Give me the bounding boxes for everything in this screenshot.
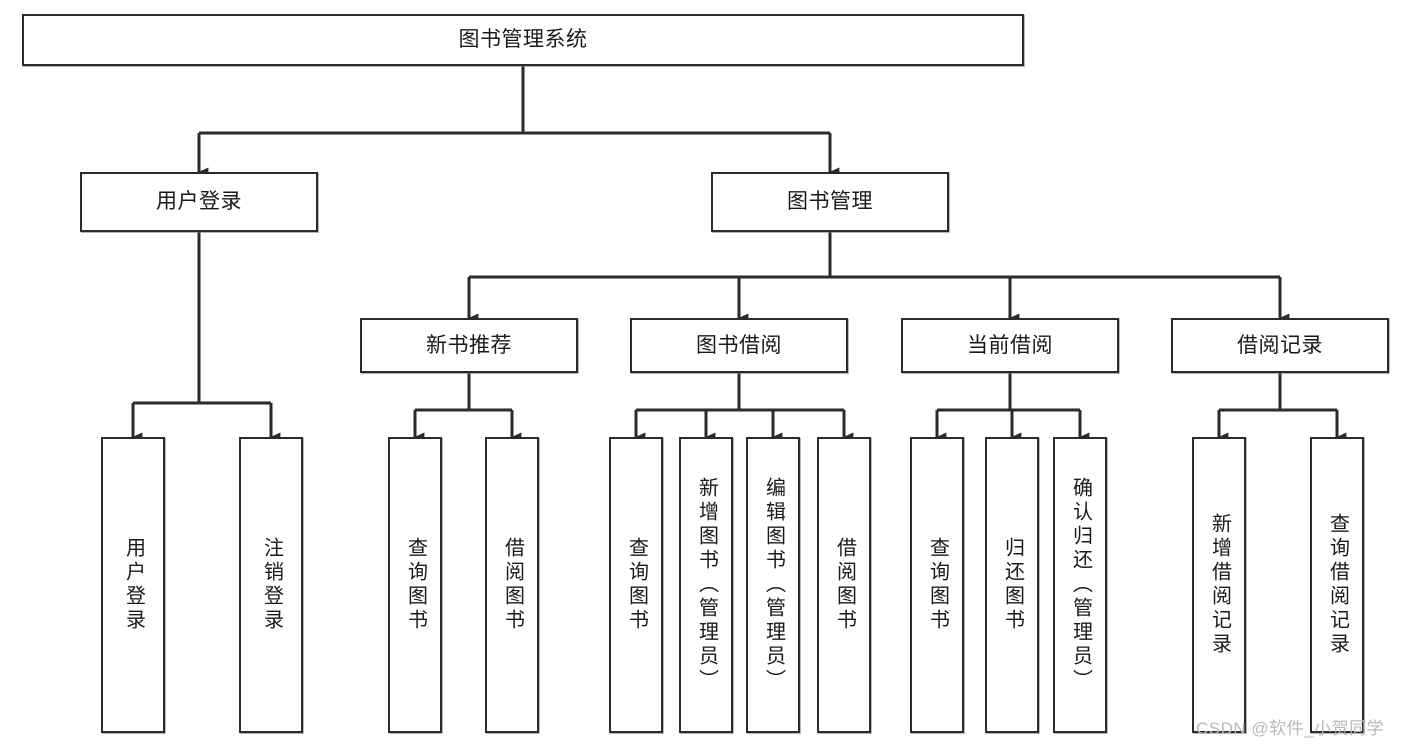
- node-leaf-confirm-return[interactable]: 确认归还（管理员）: [1053, 437, 1107, 733]
- node-label-leaf-add-record: 新增借阅记录: [1208, 513, 1231, 657]
- node-leaf-edit-book[interactable]: 编辑图书（管理员）: [746, 437, 800, 733]
- node-label-leaf-query-book-borrow: 查询图书: [625, 537, 648, 633]
- node-leaf-borrow-book-new[interactable]: 借阅图书: [485, 437, 539, 733]
- node-label-leaf-query-book-current: 查询图书: [926, 537, 949, 633]
- node-leaf-add-book[interactable]: 新增图书（管理员）: [679, 437, 733, 733]
- node-label-leaf-borrow-book-new: 借阅图书: [501, 537, 524, 633]
- node-user-login[interactable]: 用户登录: [80, 172, 318, 232]
- node-book-borrow[interactable]: 图书借阅: [630, 318, 848, 373]
- node-label-book-borrow: 图书借阅: [696, 333, 782, 357]
- node-label-book-manage: 图书管理: [787, 190, 873, 214]
- node-label-current-borrow: 当前借阅: [967, 333, 1053, 357]
- node-leaf-query-record[interactable]: 查询借阅记录: [1310, 437, 1364, 733]
- node-label-leaf-user-login: 用户登录: [122, 537, 145, 633]
- node-label-leaf-query-book-new: 查询图书: [404, 537, 427, 633]
- node-label-leaf-query-record: 查询借阅记录: [1326, 513, 1349, 657]
- node-label-leaf-return-book: 归还图书: [1001, 537, 1024, 633]
- node-leaf-user-login[interactable]: 用户登录: [101, 437, 165, 733]
- node-leaf-add-record[interactable]: 新增借阅记录: [1192, 437, 1246, 733]
- node-leaf-return-book[interactable]: 归还图书: [985, 437, 1039, 733]
- node-book-manage[interactable]: 图书管理: [711, 172, 949, 232]
- node-label-root: 图书管理系统: [458, 28, 588, 52]
- node-label-user-login: 用户登录: [156, 190, 242, 214]
- node-leaf-query-book-new[interactable]: 查询图书: [388, 437, 442, 733]
- node-label-leaf-edit-book: 编辑图书（管理员）: [762, 477, 785, 693]
- node-label-leaf-confirm-return: 确认归还（管理员）: [1069, 477, 1092, 693]
- node-leaf-user-logout[interactable]: 注销登录: [239, 437, 303, 733]
- node-leaf-query-book-current[interactable]: 查询图书: [910, 437, 964, 733]
- node-label-borrow-record: 借阅记录: [1237, 333, 1323, 357]
- node-leaf-query-book-borrow[interactable]: 查询图书: [609, 437, 663, 733]
- node-label-leaf-user-logout: 注销登录: [260, 537, 283, 633]
- node-borrow-record[interactable]: 借阅记录: [1171, 318, 1389, 373]
- node-label-leaf-borrow-book: 借阅图书: [833, 537, 856, 633]
- node-new-book-recommend[interactable]: 新书推荐: [360, 318, 578, 373]
- node-label-new-book-recommend: 新书推荐: [426, 333, 512, 357]
- connector-group: [131, 66, 1347, 442]
- node-leaf-borrow-book[interactable]: 借阅图书: [817, 437, 871, 733]
- node-current-borrow[interactable]: 当前借阅: [901, 318, 1119, 373]
- node-root[interactable]: 图书管理系统: [22, 14, 1024, 66]
- node-label-leaf-add-book: 新增图书（管理员）: [695, 477, 718, 693]
